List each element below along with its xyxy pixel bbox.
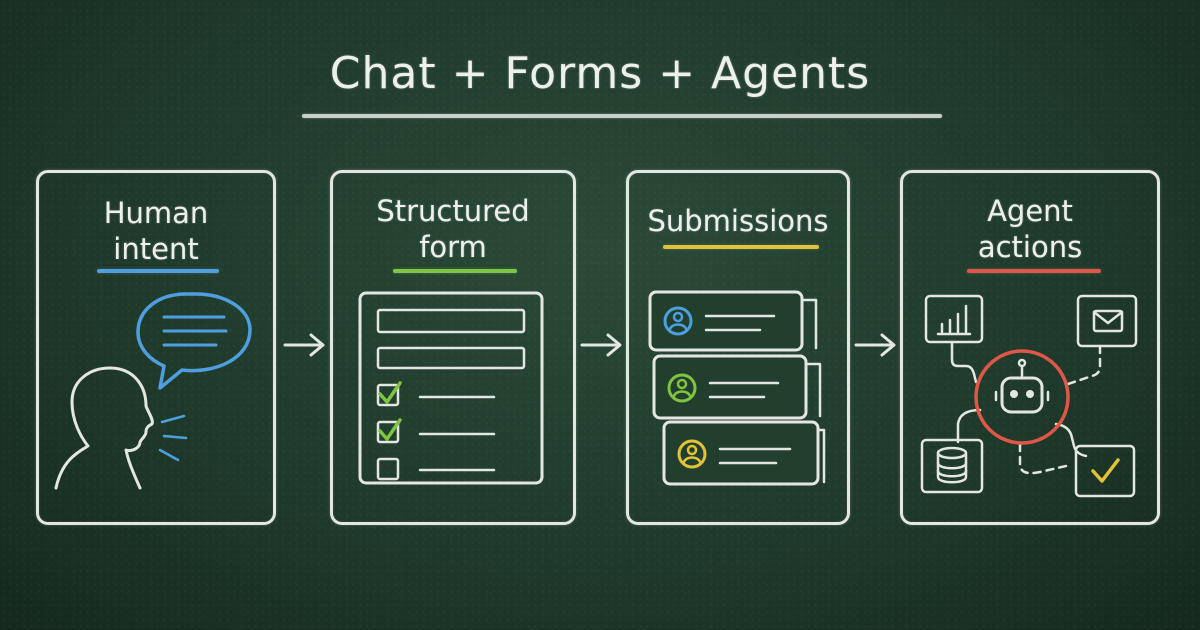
database-icon	[920, 438, 984, 494]
diagram-title: Chat + Forms + Agents	[329, 48, 871, 99]
underline-blue	[97, 269, 219, 273]
arrow-1	[283, 333, 325, 357]
title-underline	[302, 114, 942, 118]
underline-green	[393, 269, 517, 273]
panel-label-agent-actions: Agent actions	[903, 193, 1157, 265]
checkbox-empty-icon	[376, 457, 496, 481]
person-speaking-icon	[54, 366, 188, 490]
user-card-icon	[662, 420, 826, 486]
user-card-icon	[648, 290, 818, 352]
panel-label-structured-form: Structured form	[333, 193, 573, 265]
panel-label-submissions: Submissions	[629, 203, 847, 239]
panel-label-human-intent: Human intent	[39, 195, 273, 267]
arrow-3	[854, 333, 896, 357]
underline-yellow	[663, 245, 819, 249]
panel-agent-actions: Agent actions	[900, 170, 1160, 525]
agent-actions-illustration	[920, 294, 1138, 498]
submissions-illustration	[648, 290, 826, 486]
robot-icon	[974, 349, 1070, 445]
label-line-2: intent	[113, 232, 199, 266]
checkbox-checked-icon	[376, 418, 496, 444]
speech-bubble-icon	[136, 292, 252, 390]
panel-submissions: Submissions	[626, 170, 850, 525]
panel-human-intent: Human intent	[36, 170, 276, 525]
mail-icon	[1076, 294, 1138, 348]
human-intent-illustration	[54, 292, 252, 490]
arrow-2	[580, 333, 622, 357]
form-illustration	[358, 291, 544, 485]
label-line-1: Submissions	[647, 204, 829, 238]
checkbox-checked-icon	[376, 381, 496, 407]
label-line-1: Human	[103, 196, 209, 230]
label-line-1: Agent	[987, 194, 1073, 228]
user-card-icon	[652, 354, 822, 420]
bar-chart-icon	[924, 294, 984, 344]
check-icon	[1074, 444, 1136, 498]
label-line-2: form	[419, 230, 487, 264]
form-icon	[358, 291, 544, 485]
underline-red	[967, 269, 1101, 273]
label-line-2: actions	[977, 230, 1083, 264]
panel-structured-form: Structured form	[330, 170, 576, 525]
label-line-1: Structured	[376, 194, 530, 228]
